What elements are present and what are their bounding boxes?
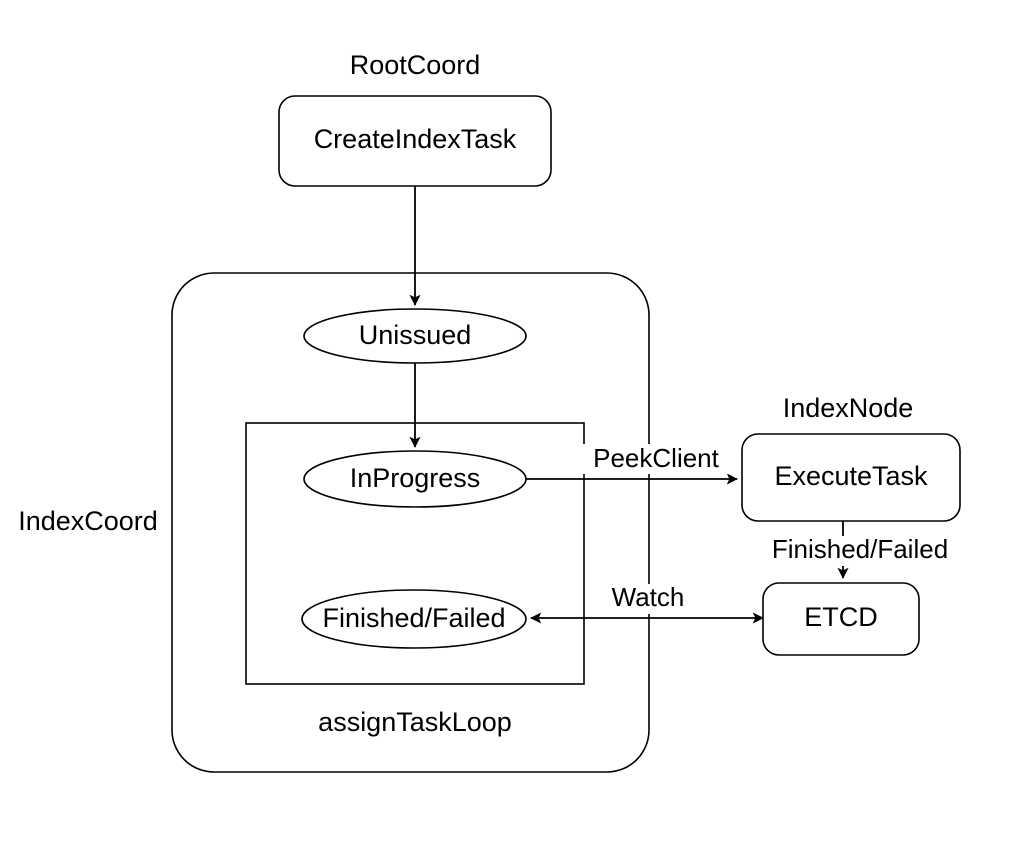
rootcoord-label: RootCoord [350, 50, 481, 80]
create-index-task-label: CreateIndexTask [314, 124, 517, 154]
finished-failed-label: Finished/Failed [322, 603, 505, 633]
edge-executetask-to-etcd: Finished/Failed [755, 521, 967, 579]
unissued-label: Unissued [359, 320, 472, 350]
indexcoord-container[interactable] [171, 272, 650, 773]
peekclient-label-bg [578, 444, 734, 474]
node-finished-failed[interactable]: Finished/Failed [301, 589, 527, 649]
assigntaskloop-label: assignTaskLoop [318, 707, 512, 737]
finished-failed-edge-label: Finished/Failed [772, 534, 948, 564]
in-progress-label: InProgress [350, 463, 481, 493]
create-index-task-box[interactable] [278, 95, 552, 187]
indexnode-label: IndexNode [783, 393, 914, 423]
unissued-ellipse[interactable] [303, 308, 527, 364]
indexcoord-label: IndexCoord [18, 506, 158, 536]
group-indexcoord[interactable]: IndexCoord [18, 272, 650, 773]
watch-label-bg [601, 584, 697, 614]
edge-inprogress-to-executetask: PeekClient [526, 443, 738, 485]
finished-failed-edge-label-bg [755, 536, 967, 566]
node-etcd[interactable]: ETCD [762, 582, 920, 656]
node-create-index-task[interactable]: CreateIndexTask [278, 95, 552, 187]
peekclient-label: PeekClient [593, 443, 720, 473]
node-unissued[interactable]: Unissued [303, 308, 527, 364]
etcd-label: ETCD [804, 602, 878, 632]
execute-task-label: ExecuteTask [774, 461, 928, 491]
finished-failed-ellipse[interactable] [301, 589, 527, 649]
etcd-box[interactable] [762, 582, 920, 656]
node-in-progress[interactable]: InProgress [303, 450, 527, 508]
watch-label: Watch [612, 582, 685, 612]
edge-etcd-to-finishedfailed: Watch [530, 582, 764, 624]
execute-task-box[interactable] [741, 433, 961, 522]
node-execute-task[interactable]: ExecuteTask [741, 433, 961, 522]
in-progress-ellipse[interactable] [303, 450, 527, 508]
